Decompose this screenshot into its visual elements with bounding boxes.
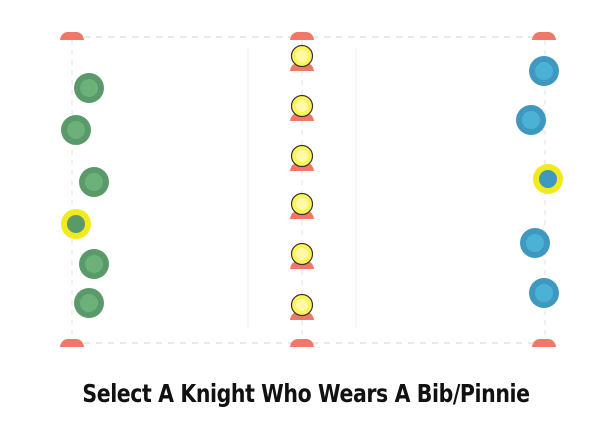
- cone-icon: [60, 339, 84, 347]
- blue-player-icon[interactable]: [529, 278, 559, 308]
- green-player-icon[interactable]: [74, 73, 104, 103]
- blue-player-icon[interactable]: [529, 56, 559, 86]
- blue-player-with-bib-icon[interactable]: [533, 164, 563, 194]
- blue-player-icon[interactable]: [516, 105, 546, 135]
- yellow-player-icon[interactable]: [290, 242, 314, 270]
- green-player-icon[interactable]: [79, 249, 109, 279]
- yellow-player-icon[interactable]: [290, 144, 314, 172]
- green-player-icon[interactable]: [61, 115, 91, 145]
- yellow-player-icon[interactable]: [290, 192, 314, 220]
- instruction-caption: Select A Knight Who Wears A Bib/Pinnie: [82, 379, 530, 408]
- cone-icon: [290, 32, 314, 40]
- field-diagram: [60, 32, 563, 347]
- cone-icon: [290, 339, 314, 347]
- yellow-player-icon[interactable]: [290, 293, 314, 321]
- yellow-player-icon[interactable]: [290, 94, 314, 122]
- cone-icon: [532, 32, 556, 40]
- blue-player-icon[interactable]: [520, 228, 550, 258]
- cone-icon: [60, 32, 84, 40]
- green-player-icon[interactable]: [79, 167, 109, 197]
- yellow-player-icon[interactable]: [290, 44, 314, 72]
- green-player-icon[interactable]: [74, 288, 104, 318]
- cone-icon: [532, 339, 556, 347]
- green-player-with-bib-icon[interactable]: [61, 209, 91, 239]
